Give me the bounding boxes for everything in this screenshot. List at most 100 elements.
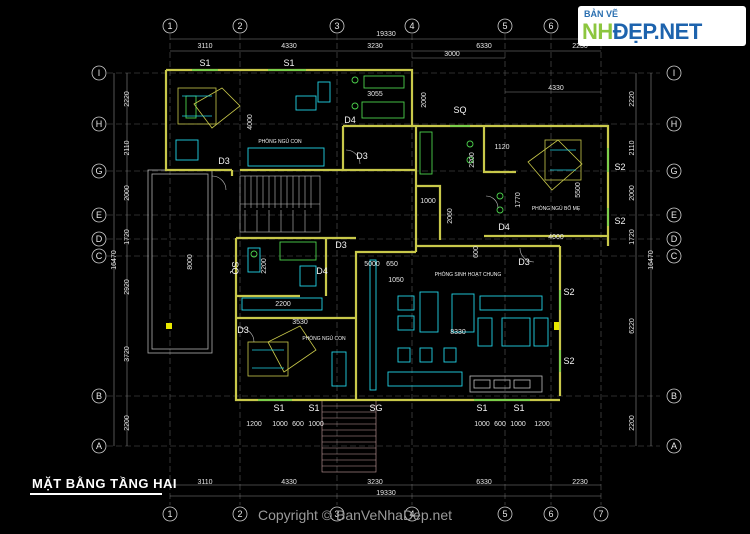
opening-tag: D3 xyxy=(218,156,230,166)
furniture xyxy=(175,81,549,391)
axis-letter-h-right: H xyxy=(671,119,678,129)
dim-bottom-total: 19330 xyxy=(376,490,396,497)
dim-inner: 4330 xyxy=(548,85,564,92)
drawing-title: MẶT BẰNG TẦNG HAI xyxy=(32,476,177,491)
dim-right-5: 6220 xyxy=(629,318,636,334)
axis-letter-a-right: A xyxy=(671,441,677,451)
dim-bottom-1: 3110 xyxy=(197,479,212,486)
axis-num-2-bottom: 2 xyxy=(237,509,242,519)
axis-letter-a: A xyxy=(96,441,102,451)
dim-opening-r2: 600 xyxy=(494,421,506,428)
staircase xyxy=(239,175,321,233)
axis-letter-i: I xyxy=(98,68,101,78)
sofa-bottom xyxy=(469,375,543,393)
dim-right-1: 2220 xyxy=(629,91,636,107)
axis-letter-g-right: G xyxy=(670,166,677,176)
dim-inner: 1050 xyxy=(388,277,404,284)
axis-num-3-bottom: 3 xyxy=(334,509,339,519)
balcony-left xyxy=(147,169,213,354)
opening-tag: S1 xyxy=(513,403,524,413)
dim-inner-v: 2060 xyxy=(447,208,454,224)
axis-letter-i-right: I xyxy=(673,68,676,78)
dim-opening-r1: 1000 xyxy=(474,421,490,428)
room-labels: PHÒNG NGỦ CON PHÒNG NGỦ BỐ MẸ PHÒNG SINH… xyxy=(258,138,581,342)
opening-tags: S1 S1 D4 D3 D3 SQ S2 S2 D4 D3 S2 S2 D3 S… xyxy=(199,58,625,413)
dim-inner-v: 4000 xyxy=(247,114,254,130)
dim-right-3: 2000 xyxy=(629,185,636,201)
dim-bottom-4: 6330 xyxy=(476,479,492,486)
opening-tag: SQ xyxy=(453,105,466,115)
axis-num-6-bottom: 6 xyxy=(548,509,553,519)
axis-bubbles xyxy=(91,18,682,522)
opening-tag: S1 xyxy=(283,58,294,68)
dim-left-3: 2000 xyxy=(124,185,131,201)
dim-right-total: 16470 xyxy=(648,250,655,270)
dim-bottom-2: 4330 xyxy=(281,479,297,486)
logo-brand: NHĐẸP.NET xyxy=(582,19,702,45)
dim-opening-l4: 1000 xyxy=(308,421,324,428)
axis-num-3: 3 xyxy=(334,21,339,31)
opening-tag: S1 xyxy=(199,58,210,68)
axis-letter-b-right: B xyxy=(671,391,677,401)
axis-num-1-bottom: 1 xyxy=(167,509,172,519)
axis-letter-h: H xyxy=(96,119,103,129)
dim-inner: 4000 xyxy=(548,234,564,241)
axis-num-1: 1 xyxy=(167,21,172,31)
copyright-watermark: Copyright © BanVeNhaDep.net xyxy=(258,507,452,523)
opening-tag: D4 xyxy=(316,266,328,276)
entrance-stair xyxy=(321,399,377,473)
dim-top-total: 19330 xyxy=(376,31,396,38)
opening-tag: S1 xyxy=(476,403,487,413)
dim-left-2: 2110 xyxy=(124,140,131,155)
opening-tag: S2 xyxy=(614,216,625,226)
axis-num-2: 2 xyxy=(237,21,242,31)
dim-inner: 5000 xyxy=(364,261,380,268)
walls xyxy=(164,68,610,402)
axis-letter-c-right: C xyxy=(671,251,678,261)
dim-left-total: 16470 xyxy=(111,250,118,270)
logo-brand-rest: ĐẸP.NET xyxy=(612,19,703,44)
dim-inner: 3000 xyxy=(444,51,460,58)
door-swings xyxy=(211,149,535,343)
opening-tag: SG xyxy=(369,403,382,413)
opening-tag: D4 xyxy=(344,115,356,125)
opening-tag: D3 xyxy=(356,151,368,161)
dim-left-1: 2220 xyxy=(124,91,131,107)
dim-opening-l3: 600 xyxy=(292,421,304,428)
dim-inner-v: 2200 xyxy=(261,258,268,274)
marker-square xyxy=(554,322,559,330)
room-label-child-top: PHÒNG NGỦ CON xyxy=(258,138,302,145)
windows xyxy=(192,69,609,401)
axis-num-5: 5 xyxy=(502,21,507,31)
site-logo: BẢN VẼ NHĐẸP.NET xyxy=(578,6,746,46)
axis-letter-e: E xyxy=(96,210,102,220)
axis-letter-d-right: D xyxy=(671,234,678,244)
opening-tag: D3 xyxy=(237,325,249,335)
opening-tag: D3 xyxy=(518,257,530,267)
opening-tag: S2 xyxy=(563,287,574,297)
opening-tag: S2 xyxy=(614,162,625,172)
opening-tag: D3 xyxy=(335,240,347,250)
beds xyxy=(177,87,583,377)
dim-inner: 2200 xyxy=(275,301,291,308)
dim-bottom-3: 3230 xyxy=(367,479,383,486)
dim-inner: 650 xyxy=(386,261,398,268)
axis-letter-d: D xyxy=(96,234,103,244)
dim-inner: 8330 xyxy=(450,329,466,336)
dim-inner-v: 8000 xyxy=(187,254,194,270)
dim-top-2: 4330 xyxy=(281,43,297,50)
room-label-parents: PHÒNG NGỦ BỐ MẸ xyxy=(532,205,581,212)
vertical-dimension-text: 2220 2110 2000 1720 2920 3720 2200 16470… xyxy=(111,91,655,431)
axis-num-6: 6 xyxy=(548,21,553,31)
axis-num-7-bottom: 7 xyxy=(598,509,603,519)
dimension-text: 19330 3110 4330 3230 6330 2230 3110 4330… xyxy=(197,31,587,497)
axis-letter-b: B xyxy=(96,391,102,401)
opening-tag: D4 xyxy=(498,222,510,232)
axis-letter-g: G xyxy=(95,166,102,176)
opening-tag: S1 xyxy=(273,403,284,413)
dim-top-3: 3230 xyxy=(367,43,383,50)
logo-small-text: BẢN VẼ xyxy=(584,9,619,19)
dim-inner-v: 2000 xyxy=(421,92,428,108)
dim-left-7: 2200 xyxy=(124,415,131,431)
